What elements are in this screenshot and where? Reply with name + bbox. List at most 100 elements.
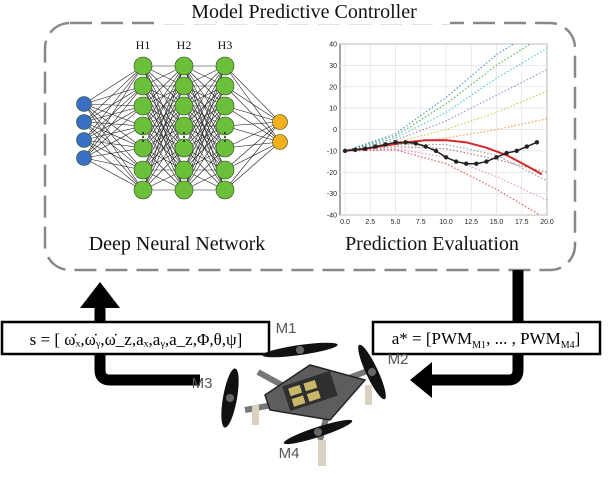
ellipsis-dot [142, 140, 144, 142]
network-edge [224, 121, 281, 171]
network-nodes [76, 56, 288, 200]
prediction-series [344, 47, 547, 152]
network-edge [224, 125, 281, 143]
network-edge [83, 65, 144, 105]
network-edge [142, 65, 185, 107]
network-edge [83, 85, 144, 123]
network-node [215, 96, 235, 116]
x-tick-label: 7.5 [416, 219, 426, 226]
x-tick-label: 2.5 [365, 219, 375, 226]
ellipsis-dot [183, 132, 185, 134]
actual-series-point [524, 144, 530, 149]
network-node [174, 116, 194, 136]
network-edge [142, 105, 185, 149]
network-node [174, 160, 194, 180]
y-tick-label: 40 [329, 42, 337, 49]
y-tick-label: -40 [327, 213, 337, 220]
network-node [174, 76, 194, 96]
y-tick-label: -10 [327, 148, 337, 155]
actual-series-point [453, 159, 459, 164]
x-tick-label: 12.5 [464, 219, 478, 226]
x-tick-label: 20.0 [540, 219, 554, 226]
ellipsis-dot [224, 136, 226, 138]
x-tick-label: 15.0 [490, 219, 504, 226]
network-caption: Deep Neural Network [89, 233, 266, 255]
network-edge [83, 103, 144, 171]
network-edge [83, 105, 144, 123]
network-node [133, 138, 153, 158]
network-node [215, 56, 235, 76]
ellipsis-dot [183, 140, 185, 142]
network-edge [83, 121, 144, 149]
network-edge [83, 105, 144, 141]
actual-series-point [504, 150, 509, 156]
network-edge [142, 147, 185, 191]
network-node [133, 180, 153, 200]
network-edge [183, 125, 226, 191]
action-box [371, 320, 602, 356]
actual-series-point [342, 148, 348, 154]
y-tick-label: 10 [329, 106, 337, 113]
prediction-series [344, 118, 547, 152]
actual-series-point [363, 146, 368, 151]
actual-series-point [443, 155, 449, 160]
actual-series-point [352, 147, 358, 153]
network-edge [183, 65, 226, 107]
y-tick-label: 30 [329, 63, 337, 70]
network-edge [183, 85, 226, 149]
network-edge [224, 121, 281, 149]
actual-series-point [484, 159, 489, 164]
actual-series-point [433, 148, 439, 154]
network-edge [183, 105, 226, 149]
network-node [215, 138, 235, 158]
prediction-series [344, 44, 532, 152]
actual-series-point [393, 140, 398, 145]
network-node [174, 138, 194, 158]
network-edge [83, 125, 144, 159]
network-edge [183, 85, 226, 127]
network-node [76, 150, 92, 166]
controller-box [43, 21, 577, 272]
network-edge [83, 139, 144, 171]
x-tick-label: 5.0 [391, 219, 401, 226]
actual-series-point [474, 161, 479, 166]
y-tick-label: 20 [329, 84, 337, 91]
network-edge [83, 157, 144, 191]
network-node [76, 114, 92, 130]
y-tick-label: -20 [327, 170, 337, 177]
network-edge [83, 103, 144, 191]
actual-series-point [413, 141, 418, 146]
network-edge [224, 65, 281, 123]
y-tick-label: 0 [333, 127, 337, 134]
network-edge [83, 105, 144, 159]
y-tick-label: -30 [327, 191, 337, 198]
network-node [133, 160, 153, 180]
prediction-series [344, 69, 547, 152]
network-edge [183, 147, 226, 191]
network-node [174, 96, 194, 116]
network-edge [224, 121, 281, 191]
network-edge [142, 65, 185, 149]
motor-label-m3: M3 [192, 375, 213, 392]
network-node [76, 132, 92, 148]
ellipsis-dot [142, 136, 144, 138]
network-edge [83, 85, 144, 105]
network-node [215, 160, 235, 180]
network-edge [142, 125, 185, 191]
network-edge [142, 85, 185, 127]
state-arrow [94, 305, 200, 386]
network-edge [83, 139, 144, 191]
actual-series-point [423, 144, 429, 149]
ellipsis-dot [224, 132, 226, 134]
network-node [215, 116, 235, 136]
prediction-series [344, 143, 547, 182]
network-edge [224, 141, 281, 191]
network-node [215, 76, 235, 96]
motor-label-m1: M1 [276, 320, 297, 337]
network-edge [83, 103, 144, 149]
action-arrow-head [410, 362, 432, 398]
network-node [215, 180, 235, 200]
network-node [133, 76, 153, 96]
